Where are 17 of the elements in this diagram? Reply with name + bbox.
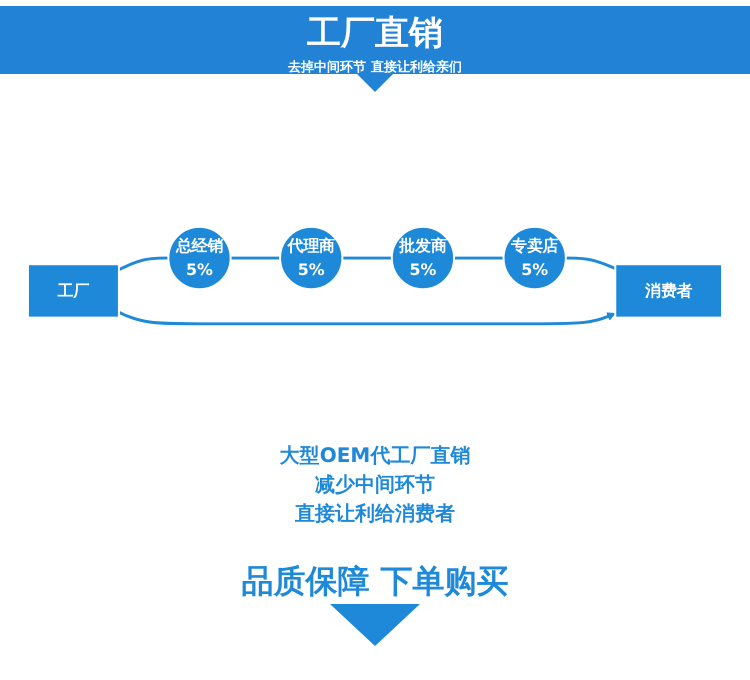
subtitle: 去掉中间环节 直接让利给亲们 — [288, 58, 462, 76]
connector — [566, 256, 616, 270]
arrow — [118, 310, 616, 325]
center-text: 大型OEM代工厂直销 — [280, 442, 470, 469]
node-box: 工厂 — [26, 262, 120, 318]
node-circle: 总经销 5% — [167, 226, 232, 290]
connector — [230, 256, 280, 260]
center-text: 减少中间环节 — [315, 471, 435, 498]
connector — [454, 256, 504, 260]
node-box: 消费者 — [614, 262, 724, 318]
slogan: 品质保障 下单购买 — [241, 561, 509, 602]
connector — [342, 256, 392, 260]
center-text: 直接让利给消费者 — [295, 500, 455, 527]
title: 工厂直销 — [307, 12, 443, 55]
node-circle: 批发商 5% — [390, 226, 456, 290]
connector — [118, 256, 168, 271]
node-circle: 专卖店 5% — [502, 226, 567, 290]
